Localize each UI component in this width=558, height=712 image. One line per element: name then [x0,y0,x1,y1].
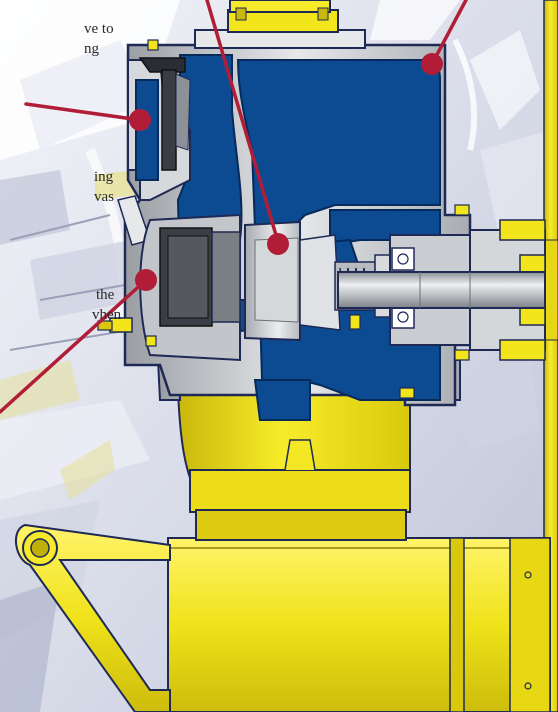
water-passages [163,54,441,421]
leader-line-left-upper [24,102,142,122]
impeller [244,220,341,342]
text-fragment-6: vhen [92,307,122,323]
pump-pedestal [176,389,411,541]
leader-line-top-center [205,0,280,244]
text-fragment-1: ve to [84,21,114,37]
callout-dots [129,53,443,291]
callout-dot-cover [135,269,157,291]
motor-housing [167,537,551,712]
suction-cover [117,57,191,246]
callout-dot-impeller [267,233,289,255]
text-fragment-3: ing [94,169,114,185]
text-fragment-2: ng [84,41,99,57]
casing-bolts [145,39,470,399]
leader-line-top-right [430,0,468,66]
text-fragment-4: vas [94,189,114,205]
callout-dot-volute [421,53,443,75]
text-fragment-5: the [96,287,115,303]
front-cover [97,213,241,362]
callout-leaders [0,0,468,414]
lifting-frame [15,523,171,712]
callout-dot-suction [129,109,151,131]
leader-line-left-lower [0,278,148,414]
pump-shaft [337,271,546,309]
